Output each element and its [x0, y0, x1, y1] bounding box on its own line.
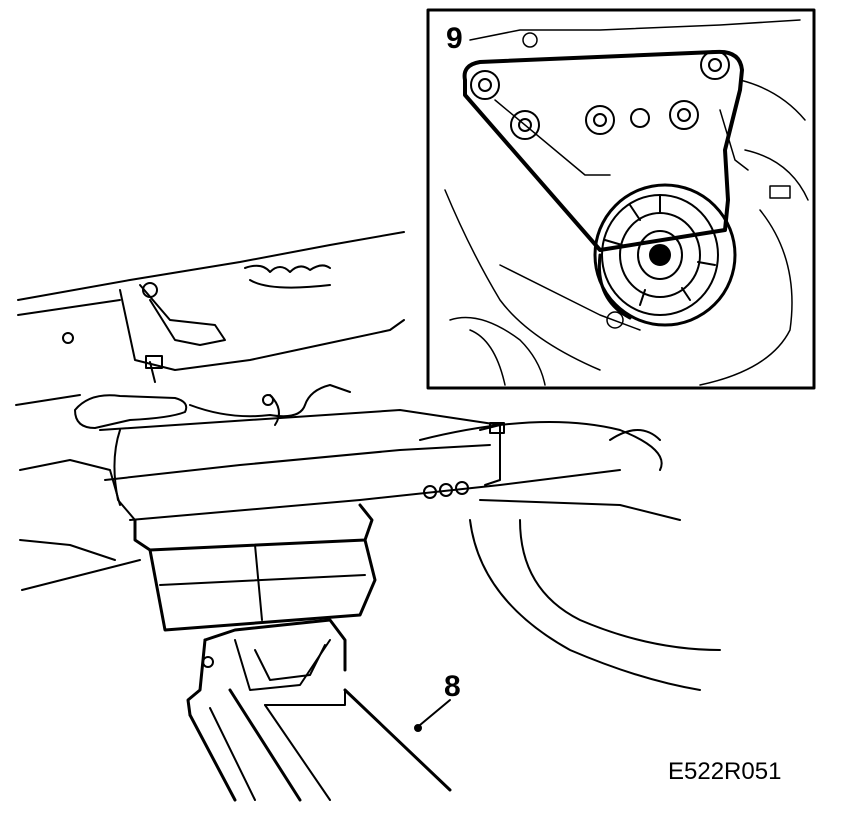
bracket-bolt: [669, 100, 699, 130]
bracket-bolt: [700, 50, 730, 80]
bracket-bolt: [470, 70, 500, 100]
bracket-bolt: [630, 108, 650, 128]
figure-code: E522R051: [668, 758, 782, 785]
bracket-bolt: [510, 110, 540, 140]
inset-panel: [426, 8, 816, 390]
callout-label-9: 9: [446, 22, 463, 55]
underbody-scene: [15, 231, 721, 802]
callout-label-8: 8: [444, 670, 461, 703]
bracket-bolt: [585, 105, 615, 135]
engine-mount: [593, 183, 737, 327]
